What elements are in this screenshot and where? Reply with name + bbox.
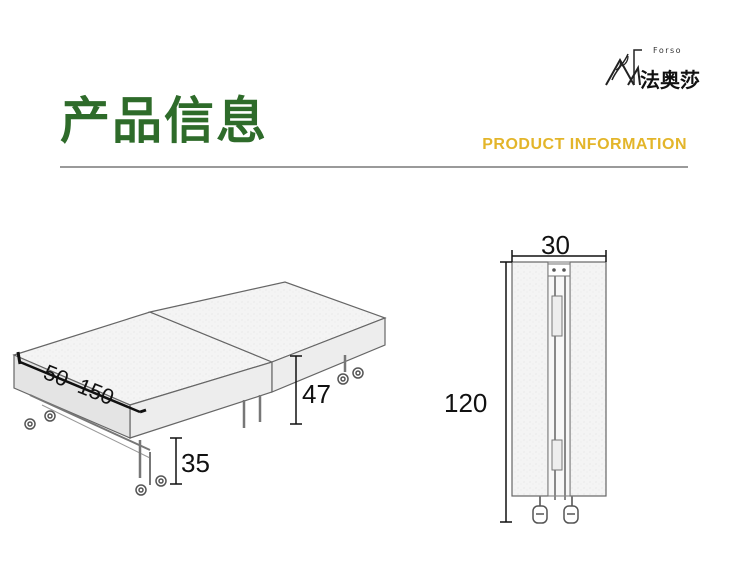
header-divider bbox=[60, 166, 688, 168]
house-icon bbox=[605, 49, 642, 86]
brand-name-latin: Forso bbox=[653, 46, 683, 55]
folded-depth-dimension: 30 bbox=[511, 230, 607, 262]
folded-depth-label: 30 bbox=[541, 230, 570, 260]
leg-height-label: 35 bbox=[181, 448, 210, 478]
bed-height-dimension: 47 bbox=[290, 355, 331, 425]
folded-height-dimension: 120 bbox=[444, 261, 512, 523]
bed-height-label: 47 bbox=[302, 379, 331, 409]
page-title: 产品信息 bbox=[60, 92, 268, 150]
brand-name-cn: 法奥莎 bbox=[640, 68, 700, 92]
folded-height-label: 120 bbox=[444, 388, 487, 418]
folded-caster-wheels bbox=[532, 505, 579, 524]
folded-bed bbox=[511, 261, 607, 524]
unfolded-bed bbox=[12, 281, 387, 496]
caster-wheels bbox=[24, 367, 364, 496]
page-subtitle: PRODUCT INFORMATION bbox=[482, 136, 687, 153]
leg-height-dimension: 35 bbox=[170, 437, 210, 485]
brand-logo: Forso 法奥莎 bbox=[598, 40, 716, 100]
